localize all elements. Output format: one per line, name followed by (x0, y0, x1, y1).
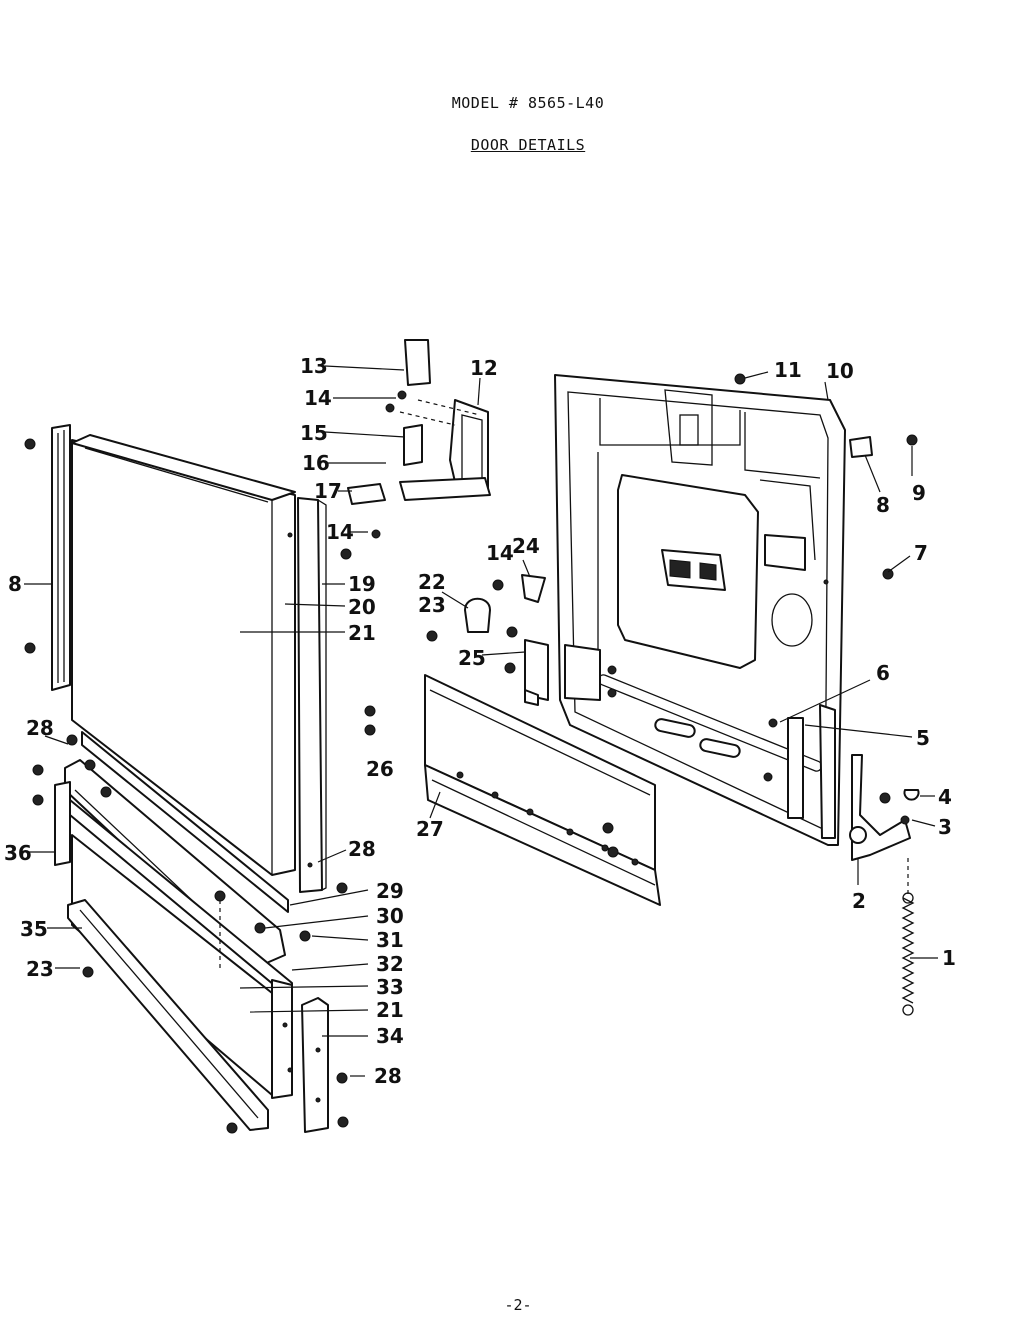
callout-24: 24 (512, 534, 540, 558)
leader-lines (24, 365, 938, 1077)
callout-13: 13 (300, 354, 328, 378)
callout-1: 1 (942, 946, 956, 970)
latch-hardware (347, 339, 491, 505)
callout-2: 2 (852, 889, 866, 913)
side-trim-left (51, 424, 71, 691)
callout-21-top: 21 (348, 621, 376, 645)
callout-28-mid: 28 (348, 837, 376, 861)
callout-5: 5 (916, 726, 930, 750)
callout-23-bottom: 23 (26, 957, 54, 981)
hinge-arm (849, 754, 920, 861)
callout-28-left: 28 (26, 716, 54, 740)
callout-33: 33 (376, 975, 404, 999)
callout-25: 25 (458, 646, 486, 670)
bottom-panel-assembly (424, 639, 661, 906)
callout-26: 26 (366, 757, 394, 781)
callout-16: 16 (302, 451, 330, 475)
callout-27: 27 (416, 817, 444, 841)
section-title: DOOR DETAILS (470, 136, 586, 154)
callout-19: 19 (348, 572, 376, 596)
page-number: -2- (504, 1296, 532, 1314)
lower-trim-strips (54, 731, 329, 1133)
side-trim-right (287, 497, 327, 893)
latch-mechanism (661, 549, 726, 591)
callout-14-top: 14 (304, 386, 332, 410)
callout-14-mid: 14 (326, 520, 354, 544)
door-spring (901, 858, 915, 1016)
callout-numbers: 1 2 3 4 5 6 7 8 9 10 11 12 13 14 15 16 1… (4, 354, 956, 1088)
callout-12: 12 (470, 356, 498, 380)
inner-door-panel (554, 374, 846, 846)
callout-20: 20 (348, 595, 376, 619)
callout-8-trim: 8 (8, 572, 22, 596)
callout-4: 4 (938, 785, 952, 809)
callout-14-right: 14 (486, 541, 514, 565)
callout-3: 3 (938, 815, 952, 839)
callout-11: 11 (774, 358, 802, 382)
callout-35: 35 (20, 917, 48, 941)
callout-17: 17 (314, 479, 342, 503)
callout-22: 22 (418, 570, 446, 594)
callout-6: 6 (876, 661, 890, 685)
callout-10: 10 (826, 359, 854, 383)
callout-29: 29 (376, 879, 404, 903)
callout-8-stop: 8 (876, 493, 890, 517)
screws (24, 373, 918, 1134)
model-number: MODEL # 8565-L40 (451, 94, 605, 112)
callout-34: 34 (376, 1024, 404, 1048)
callout-9: 9 (912, 481, 926, 505)
callout-28-bottom: 28 (374, 1064, 402, 1088)
callout-30: 30 (376, 904, 404, 928)
callout-15: 15 (300, 421, 328, 445)
cable-clamp (464, 597, 491, 633)
stop-8 (849, 436, 873, 458)
callout-32: 32 (376, 952, 404, 976)
callout-23-top: 23 (418, 593, 446, 617)
outer-door-panel (71, 434, 296, 876)
callout-7: 7 (914, 541, 928, 565)
callout-21-bottom: 21 (376, 998, 404, 1022)
callout-36: 36 (4, 841, 32, 865)
callout-31: 31 (376, 928, 404, 952)
bracket-24 (521, 574, 546, 603)
